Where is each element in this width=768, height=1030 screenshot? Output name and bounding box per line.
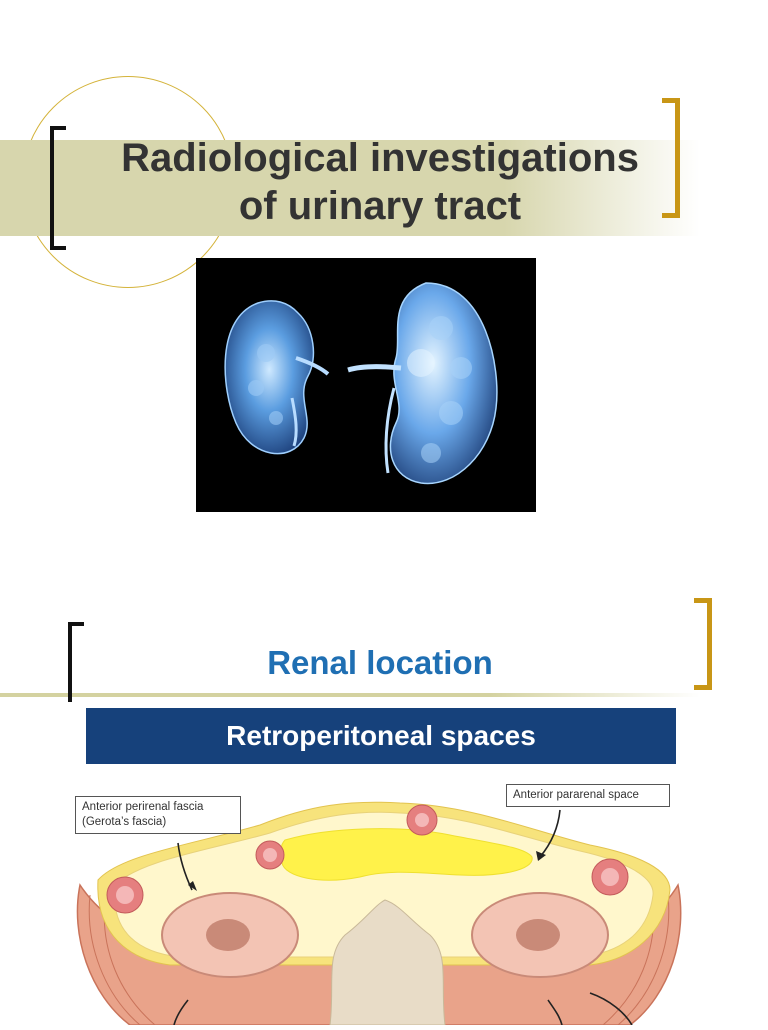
slide-heading: Renal location <box>267 644 493 681</box>
kidneys-illustration-icon <box>224 282 498 485</box>
slide-title-line1: Radiological investigations <box>121 136 639 180</box>
left-bracket-icon <box>68 622 84 702</box>
retroperitoneal-diagram <box>70 785 690 1026</box>
callout-line2: (Gerota’s fascia) <box>82 816 167 828</box>
slide-title-line2: of urinary tract <box>238 184 522 228</box>
callout-anterior-perirenal-fascia: Anterior perirenal fascia (Gerota’s fasc… <box>75 796 241 834</box>
renal-location-slide: Renal location Retroperitoneal spaces <box>0 560 768 1026</box>
callout-line1: Anterior perirenal fascia <box>82 801 204 813</box>
kidneys-image <box>196 258 536 512</box>
section-banner: Retroperitoneal spaces <box>86 708 676 764</box>
title-slide: Radiological investigations of urinary t… <box>0 76 700 512</box>
anatomy-cross-section-icon <box>76 801 682 1026</box>
right-bracket-icon <box>662 98 680 218</box>
left-bracket-icon <box>50 126 66 250</box>
right-bracket-icon <box>694 598 712 690</box>
title-band <box>0 140 700 236</box>
slide-title: Radiological investigations of urinary t… <box>70 134 690 230</box>
callout-anterior-pararenal-space: Anterior pararenal space <box>506 784 670 807</box>
divider-line <box>0 693 700 697</box>
